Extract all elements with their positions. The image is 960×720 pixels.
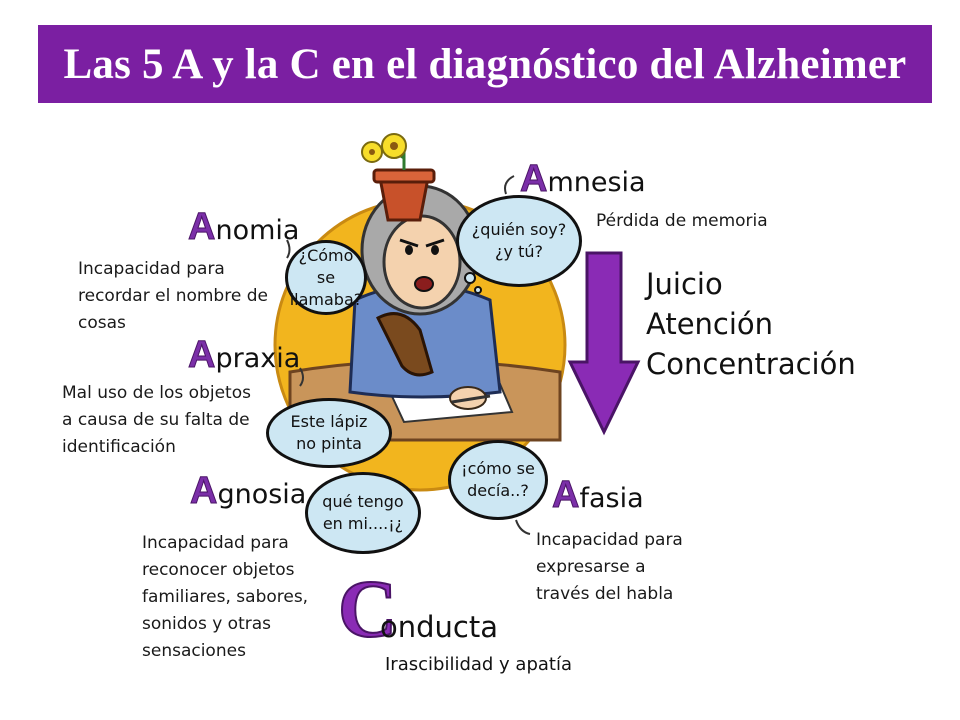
page-title: Las 5 A y la C en el diagnóstico del Alz… [63,40,907,88]
mouth [414,276,434,292]
desc-line: sonidos y otras [142,614,272,634]
bubble-line: ¿quién soy? [471,220,567,239]
affected-functions: Juicio Atención Concentración [646,264,856,384]
amnesia-description: Pérdida de memoria [596,208,768,235]
heading-rest: fasia [579,483,644,514]
apraxia-description: Mal uso de los objetos a causa de su fal… [62,380,251,461]
agnosia-description: Incapacidad para reconocer objetos famil… [142,530,308,665]
bubble-como-se-decia: ¡cómo se decía..? [448,440,548,520]
heading-rest: praxia [215,343,301,374]
anomia-heading: Anomia [187,206,300,248]
conducta-heading: onducta [380,610,498,644]
desc-line: familiares, sabores, [142,587,309,607]
bubble-line: qué tengo [322,492,404,511]
bubble-line: llamaba? [289,289,363,309]
desc-line: Incapacidad para [142,533,289,553]
bubble-line: en mi....¡¿ [322,514,404,533]
function-item: Atención [646,307,774,341]
desc-line: reconocer objetos [142,560,295,580]
bubble-line: ¿Cómo se [298,245,354,287]
heading-initial: A [189,470,218,512]
apraxia-heading: Apraxia [187,334,301,376]
bubble-como-se-llamaba: ¿Cómo se llamaba? [285,240,367,315]
desc-line: Incapacidad para [78,259,225,279]
anomia-description: Incapacidad para recordar el nombre de c… [78,256,268,337]
title-banner: Las 5 A y la C en el diagnóstico del Alz… [38,25,932,103]
heading-rest: mnesia [547,167,646,198]
heading-initial: A [187,334,216,376]
desc-line: identificación [62,437,176,457]
arrow-down-icon [567,251,641,436]
afasia-description: Incapacidad para expresarse a través del… [536,527,683,608]
bubble-quien-soy: ¿quién soy? ¿y tú? [456,195,582,287]
desc-line: sensaciones [142,641,246,661]
shoe-in-hand [376,312,434,377]
desc-line: Mal uso de los objetos [62,383,251,403]
heading-rest: gnosia [217,479,307,510]
agnosia-heading: Agnosia [189,470,307,512]
bubble-que-tengo: qué tengo en mi....¡¿ [305,472,421,554]
left-eye [405,245,413,255]
curve-arrow-icon [504,175,515,195]
curve-arrow-icon [299,367,304,387]
bubble-line: no pinta [296,434,362,453]
heading-initial: A [187,206,216,248]
conducta-description: Irascibilidad y apatía [385,654,572,675]
desc-line: través del habla [536,584,674,604]
afasia-heading: Afasia [551,474,644,516]
woman-face [382,214,462,310]
heading-initial: A [551,474,580,516]
bubble-line: ¿y tú? [495,242,543,261]
desc-line: a causa de su falta de [62,410,250,430]
desc-line: Pérdida de memoria [596,211,768,231]
conducta-initial: C [337,563,398,654]
function-item: Juicio [646,267,723,301]
right-eye [431,245,439,255]
desc-line: recordar el nombre de [78,286,268,306]
bubble-line: ¡cómo se [461,459,535,478]
curve-arrow-icon [286,239,291,259]
amnesia-heading: Amnesia [519,158,646,200]
desc-line: expresarse a [536,557,646,577]
function-item: Concentración [646,347,856,381]
desc-line: Incapacidad para [536,530,683,550]
bubble-line: decía..? [467,481,529,500]
desc-line: cosas [78,313,126,333]
heading-rest: nomia [215,215,300,246]
pencil [451,394,491,404]
heading-initial: A [519,158,548,200]
curve-arrow-icon [515,519,531,535]
bubble-line: Este lápiz [290,412,368,431]
flower-pot [378,176,430,222]
bubble-lapiz: Este lápiz no pinta [266,398,392,468]
brows [399,238,445,248]
